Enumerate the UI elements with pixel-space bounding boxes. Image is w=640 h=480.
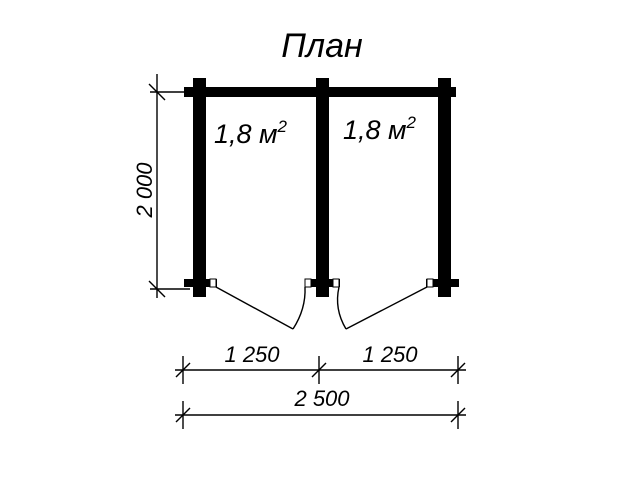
width-parts-dimension: 1 250 1 250	[175, 342, 466, 384]
right-bottom-stub	[426, 279, 459, 287]
door-left-leaf	[215, 286, 294, 330]
doors	[215, 286, 428, 330]
left-wall	[193, 78, 206, 297]
walls	[184, 78, 459, 297]
width-tick-right	[450, 362, 466, 378]
width-left-label: 1 250	[224, 342, 280, 367]
width-total-tick-left	[175, 407, 191, 423]
middle-wall	[316, 78, 329, 297]
left-bottom-stub	[184, 279, 217, 287]
width-tick-middle	[311, 362, 327, 378]
height-tick-top	[148, 83, 166, 101]
plan-title: План	[281, 27, 363, 65]
width-tick-left	[175, 362, 191, 378]
width-total-tick-right	[450, 407, 466, 423]
post-middle-right	[332, 278, 340, 288]
post-middle-left	[304, 278, 312, 288]
door-left-arc	[292, 286, 306, 330]
door-right-leaf	[345, 286, 428, 330]
width-right-label: 1 250	[362, 342, 418, 367]
height-tick-bottom	[148, 280, 166, 298]
door-right-arc	[336, 286, 347, 330]
width-total-label: 2 500	[293, 386, 350, 411]
post-right	[426, 278, 434, 288]
height-dimension: 2 000	[132, 74, 190, 298]
room-2-area: 1,8 м2	[343, 113, 417, 145]
right-wall	[438, 78, 451, 297]
room-1-area: 1,8 м2	[214, 117, 288, 149]
post-left	[209, 278, 217, 288]
width-total-dimension: 2 500	[175, 386, 466, 429]
height-dimension-label: 2 000	[132, 162, 157, 219]
middle-bottom-stub	[305, 279, 340, 287]
